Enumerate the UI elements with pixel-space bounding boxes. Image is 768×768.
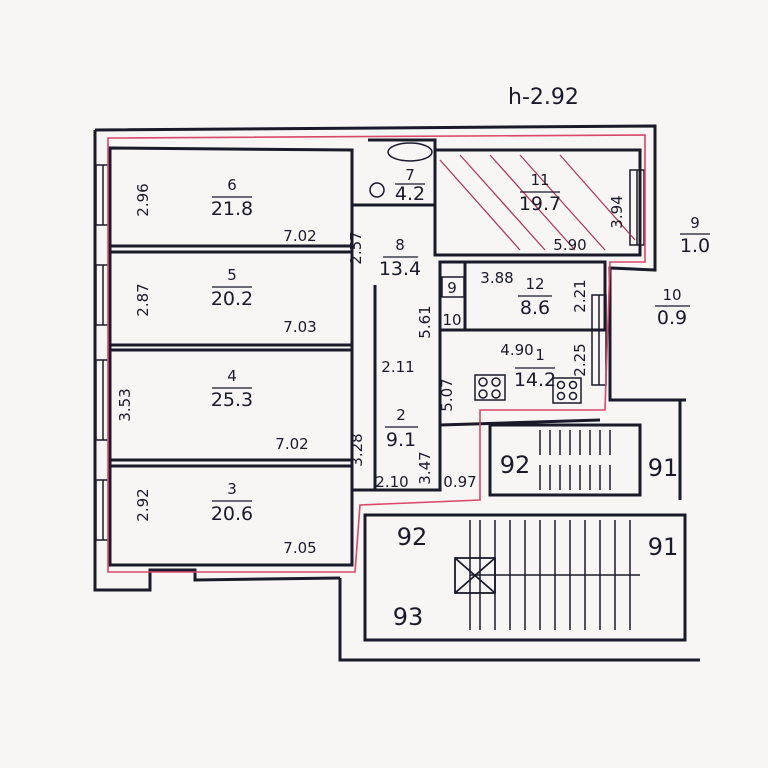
dim-3-94: 3.94 [608,195,626,228]
dim-5-07: 5.07 [438,378,456,411]
room-8-number: 8 [395,236,405,254]
dim-2-10: 2.10 [375,473,408,491]
dim-0-97: 0.97 [443,473,476,491]
room-7-number: 7 [405,166,415,184]
hatch-room-11 [439,154,636,251]
dim-2-57: 2.57 [347,231,365,264]
room-labels: 6 21.8 5 20.2 4 25.3 3 20.6 7 4.2 8 13.4… [211,166,710,525]
room-2-area: 9.1 [386,429,416,451]
room-3-number: 3 [227,480,237,498]
room-5-number: 5 [227,266,237,284]
walls [93,124,700,662]
room-3-area: 20.6 [211,503,253,525]
windows-left [95,164,645,541]
dim-7-02-b: 7.02 [275,435,308,453]
room-1-area: 14.2 [514,369,556,391]
dim-7-05: 7.05 [283,539,316,557]
dim-5-61: 5.61 [416,305,434,338]
room-5-area: 20.2 [211,288,253,310]
dim-7-03: 7.03 [283,318,316,336]
room-6-area: 21.8 [211,198,253,220]
dim-2-25: 2.25 [571,343,589,376]
stair-label-93: 93 [393,603,424,631]
stairs-upper [539,430,611,490]
dim-9: 9 [447,279,457,297]
dim-2-21: 2.21 [571,279,589,312]
dim-2-96: 2.96 [134,183,152,216]
room-6-number: 6 [227,176,237,194]
dim-3-88: 3.88 [480,269,513,287]
room-9-number: 9 [690,214,700,232]
dim-3-47: 3.47 [416,451,434,484]
room-10-area: 0.9 [657,307,687,329]
stair-label-92-upper: 92 [500,451,531,479]
room-2-number: 2 [396,406,406,424]
room-11-number: 11 [530,171,549,189]
elevator-shaft [454,557,496,594]
room-12-area: 8.6 [520,297,550,319]
room-8-area: 13.4 [379,258,421,280]
room-7-area: 4.2 [395,183,425,205]
toilet-fixture [369,142,433,198]
ceiling-height-label: h-2.92 [508,85,579,110]
sink-fixture [441,276,465,298]
dim-7-02-a: 7.02 [283,227,316,245]
stair-label-92-lower: 92 [397,523,428,551]
dim-4-90: 4.90 [500,341,533,359]
dim-2-87: 2.87 [134,283,152,316]
room-11-area: 19.7 [519,193,561,215]
dimension-labels: 2.96 7.02 2.87 7.03 3.53 7.02 2.92 7.05 … [116,183,626,557]
dim-2-92: 2.92 [134,488,152,521]
dim-10: 10 [442,311,461,329]
stair-label-91-lower: 91 [648,533,679,561]
room-12-number: 12 [525,275,544,293]
stairwell-labels: 92 91 92 91 93 [393,451,679,631]
room-4-area: 25.3 [211,389,253,411]
dim-3-28: 3.28 [348,433,366,466]
room-9-area: 1.0 [680,235,710,257]
dim-3-53: 3.53 [116,388,134,421]
room-4-number: 4 [227,367,237,385]
room-10-number: 10 [662,286,681,304]
red-boundary-line [107,134,646,573]
stove-fixture [474,374,582,404]
dim-2-11: 2.11 [381,358,414,376]
stair-label-91-upper: 91 [648,454,679,482]
room-1-number: 1 [535,346,545,364]
dim-5-90: 5.90 [553,236,586,254]
